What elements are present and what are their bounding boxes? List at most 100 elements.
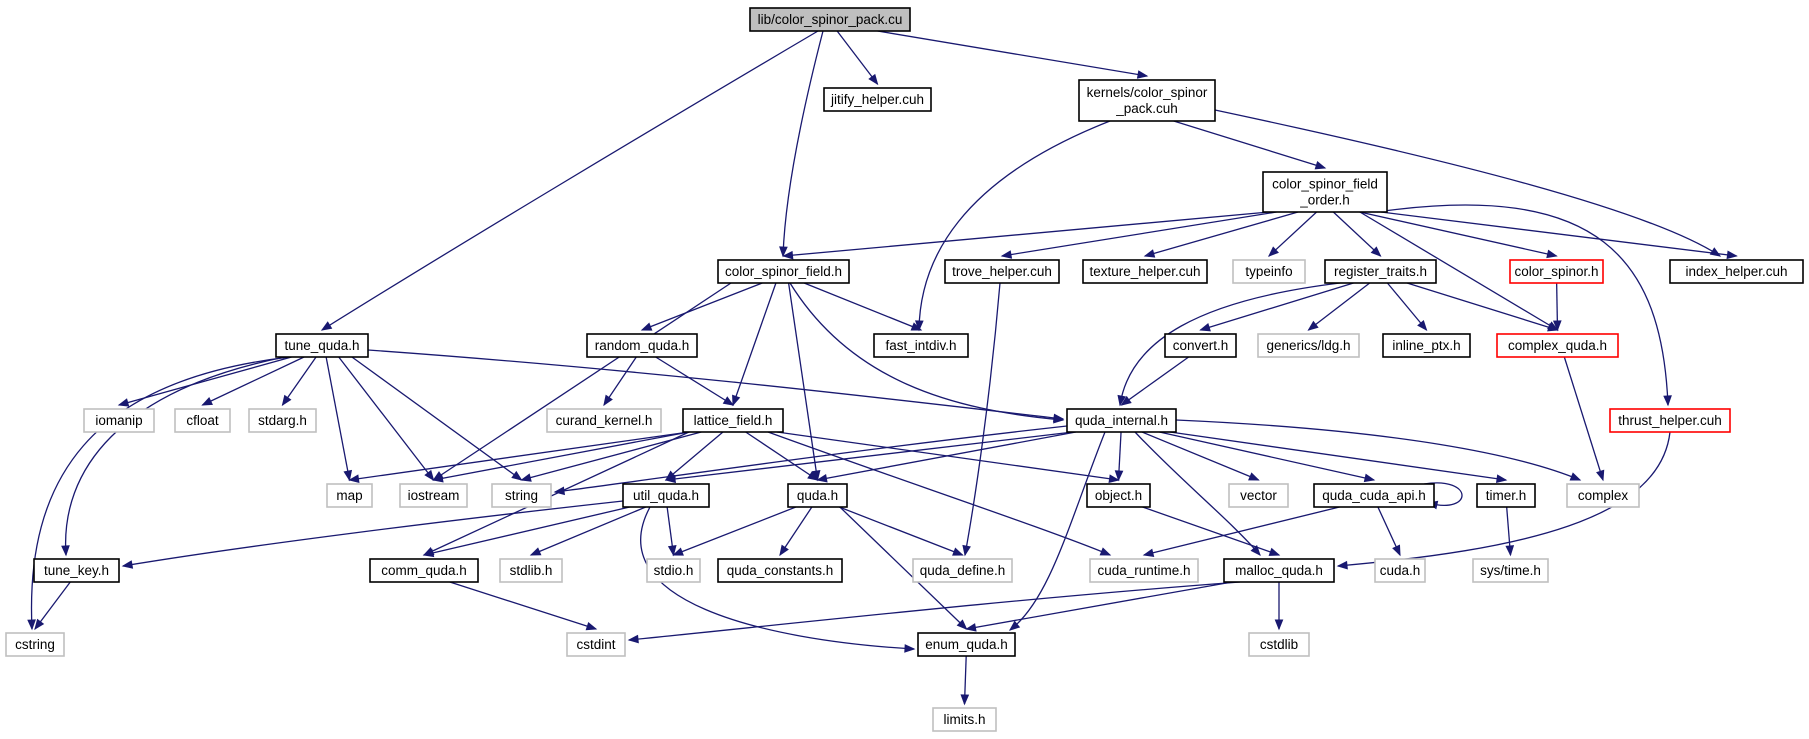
edge-line bbox=[665, 431, 724, 481]
arrowhead bbox=[1000, 250, 1013, 259]
node-complexq[interactable]: complex_quda.h bbox=[1496, 333, 1619, 358]
node-label: typeinfo bbox=[1245, 264, 1292, 279]
edge-line bbox=[1359, 211, 1558, 331]
edge-line bbox=[1143, 506, 1340, 556]
node-ptx[interactable]: inline_ptx.h bbox=[1382, 333, 1471, 358]
node-tunekey[interactable]: tune_key.h bbox=[33, 558, 120, 583]
node-qdefine: quda_define.h bbox=[912, 558, 1013, 583]
arrowhead bbox=[952, 547, 964, 556]
edge-line bbox=[966, 581, 1233, 630]
node-malloc[interactable]: malloc_quda.h bbox=[1223, 558, 1335, 583]
edge-line bbox=[673, 506, 797, 556]
edge-trove-to-qdefine bbox=[962, 282, 1001, 557]
node-label: color_spinor.h bbox=[1514, 264, 1598, 279]
node-label: texture_helper.cuh bbox=[1089, 264, 1200, 279]
edge-line bbox=[281, 356, 317, 406]
node-box bbox=[1078, 79, 1216, 122]
edge-line bbox=[877, 30, 1148, 77]
node-box bbox=[1374, 558, 1426, 583]
edge-line bbox=[817, 431, 1077, 481]
edge-csfo-to-indexh bbox=[1380, 211, 1738, 260]
node-label: stdarg.h bbox=[258, 413, 307, 428]
node-box bbox=[1248, 632, 1310, 657]
arrowhead bbox=[1392, 544, 1401, 557]
edge-line bbox=[1173, 120, 1326, 169]
node-box bbox=[912, 558, 1013, 583]
node-csf[interactable]: color_spinor_field.h bbox=[717, 259, 850, 284]
edge-qinternal-to-string bbox=[553, 425, 1068, 496]
node-tune[interactable]: tune_quda.h bbox=[275, 333, 369, 358]
edge-line bbox=[655, 356, 734, 406]
edge-line bbox=[787, 282, 819, 481]
node-qinternal[interactable]: quda_internal.h bbox=[1066, 408, 1177, 433]
arrowhead bbox=[1099, 547, 1112, 556]
edge-csf-to-random bbox=[640, 282, 763, 331]
node-box bbox=[787, 483, 848, 508]
edge-complexq-to-complex bbox=[1563, 356, 1605, 482]
node-indexh[interactable]: index_helper.cuh bbox=[1669, 259, 1804, 284]
node-quda[interactable]: quda.h bbox=[787, 483, 848, 508]
arrowhead bbox=[1709, 247, 1722, 257]
node-box bbox=[823, 87, 932, 112]
node-box bbox=[1472, 558, 1549, 583]
node-colspinor[interactable]: color_spinor.h bbox=[1509, 259, 1604, 284]
node-box bbox=[1382, 333, 1471, 358]
edge-quda-to-qdefine bbox=[839, 506, 964, 556]
arrowhead bbox=[281, 394, 292, 407]
arrowhead bbox=[910, 322, 923, 331]
node-label: inline_ptx.h bbox=[1392, 338, 1460, 353]
arrowhead bbox=[1547, 323, 1559, 332]
node-convert[interactable]: convert.h bbox=[1164, 333, 1237, 358]
node-csfo[interactable]: color_spinor_field_order.h bbox=[1262, 171, 1388, 213]
node-lattice[interactable]: lattice_field.h bbox=[682, 408, 784, 433]
edge-csf-to-fastint bbox=[803, 282, 923, 331]
node-regtraits[interactable]: register_traits.h bbox=[1324, 259, 1437, 284]
edge-line bbox=[779, 506, 813, 556]
arrowhead bbox=[960, 694, 970, 706]
edge-tune-to-qinternal bbox=[367, 349, 1065, 423]
node-texture[interactable]: texture_helper.cuh bbox=[1082, 259, 1208, 284]
node-root[interactable]: lib/color_spinor_pack.cu bbox=[749, 7, 911, 32]
node-kpack[interactable]: kernels/color_spinor_pack.cuh bbox=[1078, 79, 1216, 122]
node-limits: limits.h bbox=[932, 707, 997, 732]
node-label: tune_key.h bbox=[44, 563, 109, 578]
node-label: util_quda.h bbox=[633, 488, 699, 503]
edge-csfo-to-trove bbox=[1000, 211, 1277, 259]
node-trove[interactable]: trove_helper.cuh bbox=[944, 259, 1060, 284]
node-comm[interactable]: comm_quda.h bbox=[369, 558, 479, 583]
edge-line bbox=[1141, 431, 1259, 481]
node-cudaapi[interactable]: quda_cuda_api.h bbox=[1313, 483, 1435, 508]
edge-root-to-csf bbox=[779, 30, 824, 258]
edge-quda-to-qconst bbox=[779, 506, 813, 557]
node-enumq[interactable]: enum_quda.h bbox=[917, 632, 1016, 657]
node-box bbox=[248, 408, 317, 433]
edge-lattice-to-map bbox=[348, 431, 690, 483]
node-box bbox=[1496, 333, 1619, 358]
node-fastint[interactable]: fast_intdiv.h bbox=[873, 333, 969, 358]
arrowhead bbox=[320, 321, 333, 331]
edge-kpack-to-csfo bbox=[1173, 120, 1327, 170]
node-label: cuda_runtime.h bbox=[1097, 563, 1190, 578]
node-box bbox=[1509, 259, 1604, 284]
edge-root-to-jitify bbox=[836, 30, 879, 86]
node-object[interactable]: object.h bbox=[1086, 483, 1151, 508]
node-util[interactable]: util_quda.h bbox=[622, 483, 710, 508]
edge-line bbox=[1359, 211, 1557, 257]
node-timer[interactable]: timer.h bbox=[1476, 483, 1536, 508]
arrowhead bbox=[1505, 545, 1515, 557]
arrowhead bbox=[640, 322, 653, 331]
node-qconst[interactable]: quda_constants.h bbox=[717, 558, 843, 583]
node-random[interactable]: random_quda.h bbox=[586, 333, 698, 358]
arrowhead bbox=[1546, 249, 1558, 259]
node-thrust[interactable]: thrust_helper.cuh bbox=[1609, 408, 1731, 433]
edge-csf-to-quda bbox=[787, 282, 821, 482]
edge-kpack-to-fastint bbox=[914, 120, 1111, 332]
node-jitify[interactable]: jitify_helper.cuh bbox=[823, 87, 932, 112]
edge-line bbox=[1268, 211, 1318, 257]
arrowhead bbox=[348, 474, 360, 483]
edge-qinternal-to-util bbox=[664, 431, 1074, 484]
node-cudah: cuda.h bbox=[1374, 558, 1426, 583]
arrowhead bbox=[868, 73, 879, 86]
node-typeinfo: typeinfo bbox=[1232, 259, 1306, 284]
